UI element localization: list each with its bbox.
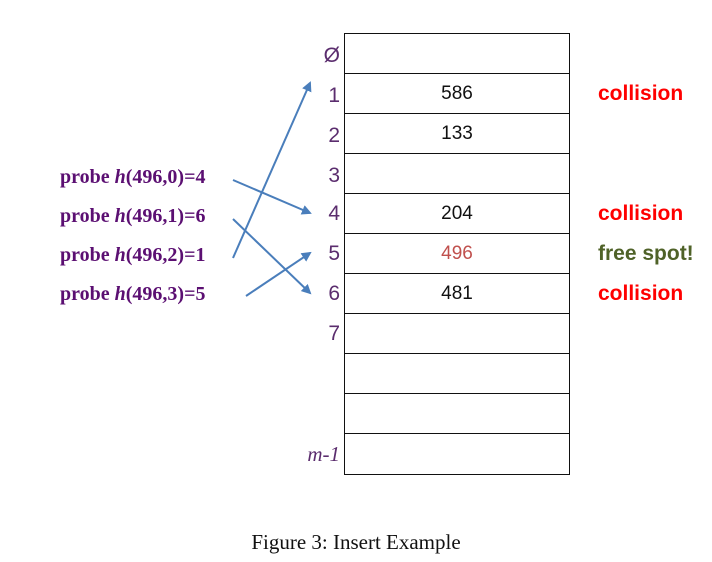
table-cell-3 bbox=[345, 154, 569, 194]
table-cell-8 bbox=[345, 354, 569, 394]
table-cell-7 bbox=[345, 314, 569, 354]
probe-arrow-0 bbox=[232, 179, 312, 215]
probe-func-2: h bbox=[114, 244, 126, 266]
table-cell-0 bbox=[345, 34, 569, 74]
probe-args-3: (496,3)=5 bbox=[125, 283, 206, 305]
table-cell-2: 133 bbox=[345, 114, 569, 154]
index-label-2: 2 bbox=[328, 124, 340, 147]
probe-prefix-3: probe bbox=[60, 283, 115, 305]
index-label-1: 1 bbox=[328, 84, 340, 107]
note-collision-1: collision bbox=[598, 82, 684, 105]
probe-func-1: h bbox=[114, 205, 126, 227]
table-cell-9 bbox=[345, 394, 569, 434]
probe-args-1: (496,1)=6 bbox=[125, 205, 206, 227]
probe-label-3: probe h(496,3)=5 bbox=[60, 283, 205, 306]
note-collision-4: collision bbox=[598, 202, 684, 225]
table-cell-1: 586 bbox=[345, 74, 569, 114]
probe-args-2: (496,2)=1 bbox=[125, 244, 206, 266]
probe-args-0: (496,0)=4 bbox=[125, 166, 206, 188]
index-label-3: 3 bbox=[328, 164, 340, 187]
probe-func-0: h bbox=[114, 166, 126, 188]
note-free-spot-5: free spot! bbox=[598, 242, 694, 265]
probe-prefix-1: probe bbox=[60, 205, 115, 227]
probe-func-3: h bbox=[114, 283, 126, 305]
table-cell-4: 204 bbox=[345, 194, 569, 234]
probe-label-2: probe h(496,2)=1 bbox=[60, 244, 205, 267]
table-cell-6: 481 bbox=[345, 274, 569, 314]
probe-label-1: probe h(496,1)=6 bbox=[60, 205, 205, 228]
index-label-6: 6 bbox=[328, 282, 340, 305]
index-label-last: m-1 bbox=[307, 442, 340, 467]
index-label-0: Ø bbox=[323, 44, 340, 67]
probe-arrow-2 bbox=[232, 81, 312, 259]
probe-arrow-3 bbox=[245, 251, 312, 297]
index-label-last-text: m-1 bbox=[307, 442, 340, 466]
probe-label-0: probe h(496,0)=4 bbox=[60, 166, 205, 189]
hash-table: 586 133 204 496 481 bbox=[344, 33, 570, 475]
table-cell-10 bbox=[345, 434, 569, 474]
note-collision-6: collision bbox=[598, 282, 684, 305]
index-label-4: 4 bbox=[328, 202, 340, 225]
probe-prefix-0: probe bbox=[60, 166, 115, 188]
figure-caption: Figure 3: Insert Example bbox=[251, 530, 461, 554]
index-label-5: 5 bbox=[328, 242, 340, 265]
index-label-7: 7 bbox=[328, 322, 340, 345]
table-cell-5-inserted: 496 bbox=[345, 234, 569, 274]
probe-prefix-2: probe bbox=[60, 244, 115, 266]
probe-arrow-1 bbox=[232, 218, 312, 295]
